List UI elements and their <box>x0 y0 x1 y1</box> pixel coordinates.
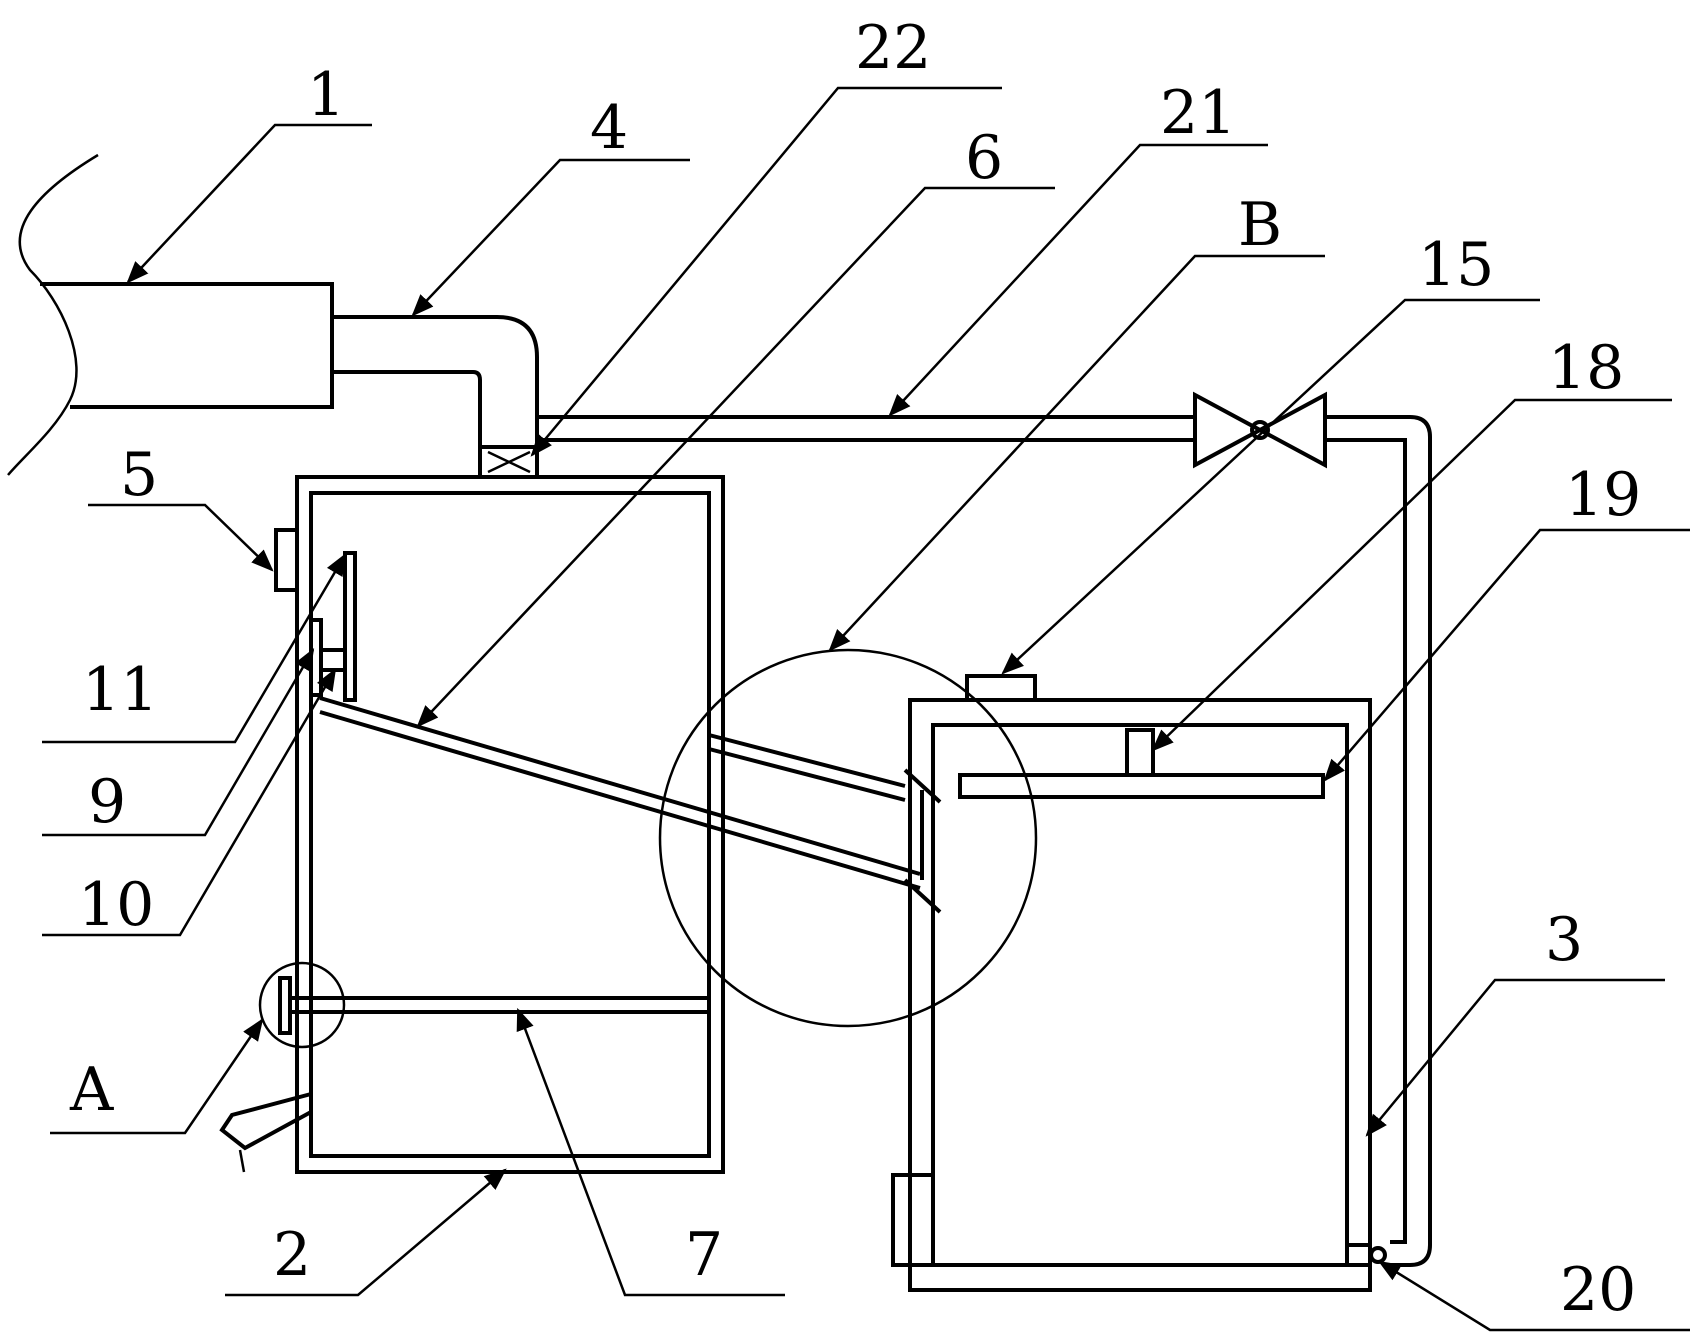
valve-icon <box>1193 391 1327 469</box>
upper-pipe <box>708 733 906 802</box>
part-10-block <box>319 648 347 672</box>
part-4-pipe <box>332 315 539 447</box>
label-2: 2 <box>273 1220 311 1290</box>
label-A: A <box>69 1055 114 1125</box>
part-2-tank-inner <box>309 491 711 1158</box>
label-22: 22 <box>855 13 931 83</box>
part-3-tank-outer <box>908 698 1372 1292</box>
label-B: B <box>1238 190 1282 260</box>
part-5-fitting <box>274 528 299 592</box>
label-15: 15 <box>1418 230 1494 300</box>
part-7-handle <box>278 976 292 1035</box>
label-1: 1 <box>307 60 345 130</box>
detail-circle-b <box>658 648 1038 1028</box>
part-19-plate <box>958 773 1325 799</box>
drain-drip <box>238 1149 246 1173</box>
part-21-pipe-inner <box>537 438 1407 1244</box>
part-3-tank-inner <box>931 723 1349 1265</box>
label-7: 7 <box>685 1220 723 1290</box>
label-19: 19 <box>1565 460 1641 530</box>
drain-spout <box>219 1092 312 1151</box>
part-20-fitting <box>1369 1246 1387 1264</box>
label-21: 21 <box>1160 78 1236 148</box>
label-18: 18 <box>1548 333 1624 403</box>
part-1-duct <box>40 282 334 409</box>
label-4: 4 <box>590 93 628 163</box>
part-11-rod <box>343 551 357 702</box>
label-10: 10 <box>78 870 154 940</box>
part-4-pipe-inner <box>332 370 482 447</box>
break-line <box>7 153 99 476</box>
part-18-block <box>1125 728 1155 777</box>
label-3: 3 <box>1545 905 1583 975</box>
label-6: 6 <box>965 123 1003 193</box>
part-21-pipe-outer <box>537 415 1432 1267</box>
part-15-cap <box>965 674 1037 702</box>
label-9: 9 <box>88 767 126 837</box>
inner-drop-pipe <box>1347 1243 1372 1265</box>
leaders <box>42 86 1690 1332</box>
label-20: 20 <box>1560 1255 1636 1325</box>
valve-center <box>1250 420 1270 440</box>
detail-circle-a <box>258 961 346 1049</box>
part-7-plate <box>290 996 709 1014</box>
label-11: 11 <box>82 655 158 725</box>
label-5: 5 <box>120 440 158 510</box>
part-22-valve-x <box>487 450 531 474</box>
part-6-rod <box>319 696 921 890</box>
part-2-tank-outer <box>295 475 725 1174</box>
side-box <box>891 1173 935 1267</box>
